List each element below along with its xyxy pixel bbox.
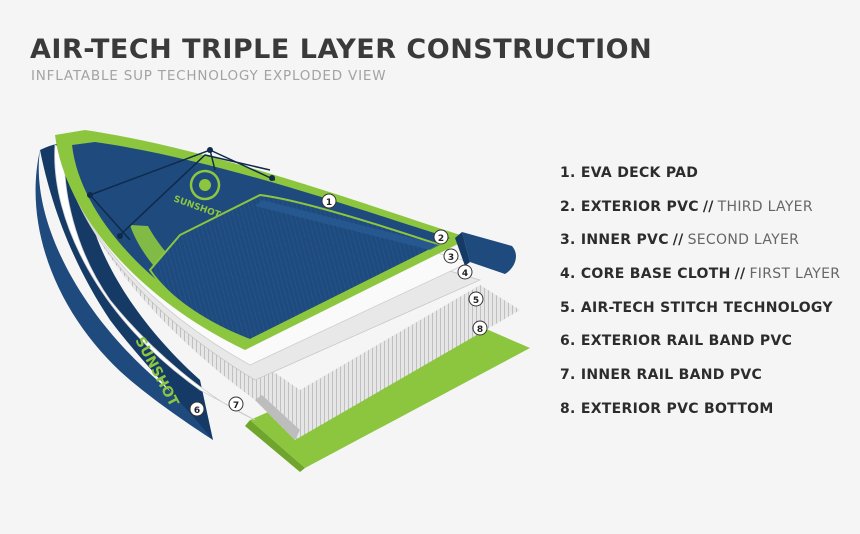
legend-item: 3. INNER PVC//SECOND LAYER bbox=[560, 232, 800, 249]
callout-5: 5 bbox=[468, 291, 484, 307]
callout-2: 2 bbox=[433, 229, 449, 245]
svg-text:2: 2 bbox=[438, 234, 444, 244]
legend-item: 5. AIR-TECH STITCH TECHNOLOGY bbox=[560, 299, 833, 316]
svg-text:4: 4 bbox=[462, 269, 468, 279]
legend-item: 6. EXTERIOR RAIL BAND PVC bbox=[560, 333, 793, 350]
svg-text:6: 6 bbox=[194, 406, 200, 416]
callout-7: 7 bbox=[228, 396, 244, 412]
layer-exterior-pvc-bottom bbox=[250, 322, 530, 468]
callout-6: 6 bbox=[189, 401, 205, 417]
layer-inner-rail-band bbox=[54, 144, 256, 421]
page-subtitle: INFLATABLE SUP TECHNOLOGY EXPLODED VIEW bbox=[31, 68, 387, 84]
svg-text:7: 7 bbox=[233, 401, 239, 411]
legend-item: 8. EXTERIOR PVC BOTTOM bbox=[560, 400, 774, 417]
layer-stitch bbox=[70, 165, 520, 440]
legend-item: 2. EXTERIOR PVC//THIRD LAYER bbox=[560, 198, 813, 215]
callout-3: 3 bbox=[443, 248, 459, 264]
callout-8: 8 bbox=[472, 320, 488, 336]
svg-text:8: 8 bbox=[477, 325, 483, 335]
legend-item: 1. EVA DECK PAD bbox=[560, 165, 699, 181]
callout-4: 4 bbox=[457, 264, 473, 280]
svg-text:5: 5 bbox=[473, 296, 479, 306]
page-title: AIR-TECH TRIPLE LAYER CONSTRUCTION bbox=[30, 34, 653, 65]
callout-1: 1 bbox=[321, 193, 337, 209]
svg-text:1: 1 bbox=[326, 198, 332, 208]
legend-item: 7. INNER RAIL BAND PVC bbox=[560, 367, 763, 384]
layer-exterior-rail-band bbox=[35, 150, 213, 440]
legend-item: 4. CORE BASE CLOTH//FIRST LAYER bbox=[560, 266, 841, 283]
svg-text:3: 3 bbox=[448, 253, 454, 263]
layer-legend: 1. EVA DECK PAD 2. EXTERIOR PVC//THIRD L… bbox=[560, 163, 840, 433]
